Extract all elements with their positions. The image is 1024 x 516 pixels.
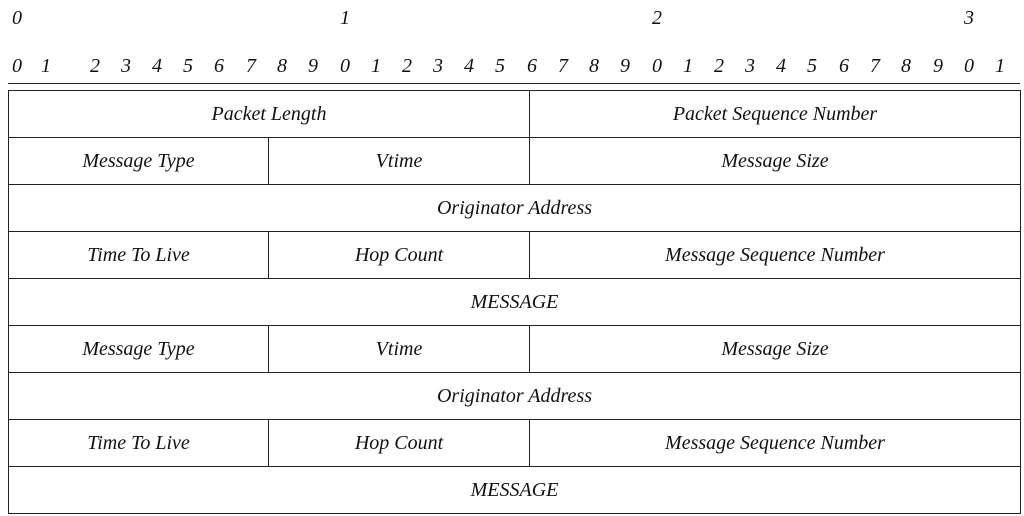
ruler-ones-digit: 0 (652, 55, 662, 77)
ruler-ones-digit: 2 (90, 55, 100, 77)
ruler-ones-digit: 7 (246, 55, 256, 77)
message-header-row: Message Type Vtime Message Size (8, 137, 1021, 185)
routing-row: Time To Live Hop Count Message Sequence … (8, 419, 1021, 467)
ruler-divider (8, 83, 1020, 84)
message-body-row: MESSAGE (8, 278, 1021, 326)
ruler-ones-digit: 5 (807, 55, 817, 77)
vtime-field: Vtime (268, 137, 530, 185)
message-header-row: Message Type Vtime Message Size (8, 325, 1021, 373)
ruler-ones-digit: 9 (308, 55, 318, 77)
hop-count-field: Hop Count (268, 419, 530, 467)
hop-count-field: Hop Count (268, 231, 530, 279)
ruler-tens-digit: 0 (12, 7, 22, 29)
ruler-ones-digit: 3 (745, 55, 755, 77)
ruler-ones-digit: 8 (589, 55, 599, 77)
message-field: MESSAGE (8, 278, 1021, 326)
ruler-ones-digit: 8 (901, 55, 911, 77)
ruler-ones-digit: 1 (683, 55, 693, 77)
ruler-ones-digit: 0 (340, 55, 350, 77)
ruler-ones-digit: 1 (371, 55, 381, 77)
message-type-field: Message Type (8, 137, 269, 185)
ruler-ones-digit: 9 (933, 55, 943, 77)
ruler-ones-digit: 0 (964, 55, 974, 77)
ruler-tens-digit: 1 (340, 7, 350, 29)
message-sequence-number-field: Message Sequence Number (529, 419, 1021, 467)
time-to-live-field: Time To Live (8, 419, 269, 467)
packet-format-table: Packet Length Packet Sequence Number Mes… (8, 90, 1021, 514)
time-to-live-field: Time To Live (8, 231, 269, 279)
ruler-ones-digit: 9 (620, 55, 630, 77)
message-size-field: Message Size (529, 325, 1021, 373)
ruler-ones-digit: 3 (433, 55, 443, 77)
message-sequence-number-field: Message Sequence Number (529, 231, 1021, 279)
originator-row: Originator Address (8, 184, 1021, 232)
packet-length-field: Packet Length (8, 90, 530, 138)
bit-ruler-tens: 0 1 2 3 (0, 6, 1024, 30)
message-body-row: MESSAGE (8, 466, 1021, 514)
bit-ruler-ones: 0 1 2 3 4 5 6 7 8 9 0 1 2 3 4 5 6 7 8 9 … (0, 54, 1024, 78)
ruler-ones-digit: 5 (183, 55, 193, 77)
ruler-ones-digit: 6 (839, 55, 849, 77)
originator-row: Originator Address (8, 372, 1021, 420)
ruler-ones-digit: 7 (558, 55, 568, 77)
ruler-tens-digit: 3 (964, 7, 974, 29)
ruler-ones-digit: 1 (41, 55, 51, 77)
originator-address-field: Originator Address (8, 184, 1021, 232)
ruler-ones-digit: 7 (870, 55, 880, 77)
ruler-ones-digit: 4 (152, 55, 162, 77)
ruler-ones-digit: 0 (12, 55, 22, 77)
message-size-field: Message Size (529, 137, 1021, 185)
ruler-ones-digit: 2 (402, 55, 412, 77)
message-field: MESSAGE (8, 466, 1021, 514)
ruler-ones-digit: 8 (277, 55, 287, 77)
packet-sequence-number-field: Packet Sequence Number (529, 90, 1021, 138)
vtime-field: Vtime (268, 325, 530, 373)
ruler-ones-digit: 6 (527, 55, 537, 77)
ruler-tens-digit: 2 (652, 7, 662, 29)
ruler-ones-digit: 2 (714, 55, 724, 77)
routing-row: Time To Live Hop Count Message Sequence … (8, 231, 1021, 279)
ruler-ones-digit: 6 (214, 55, 224, 77)
ruler-ones-digit: 4 (776, 55, 786, 77)
ruler-ones-digit: 4 (464, 55, 474, 77)
originator-address-field: Originator Address (8, 372, 1021, 420)
ruler-ones-digit: 1 (995, 55, 1005, 77)
ruler-ones-digit: 3 (121, 55, 131, 77)
packet-header-row: Packet Length Packet Sequence Number (8, 90, 1021, 138)
message-type-field: Message Type (8, 325, 269, 373)
ruler-ones-digit: 5 (495, 55, 505, 77)
